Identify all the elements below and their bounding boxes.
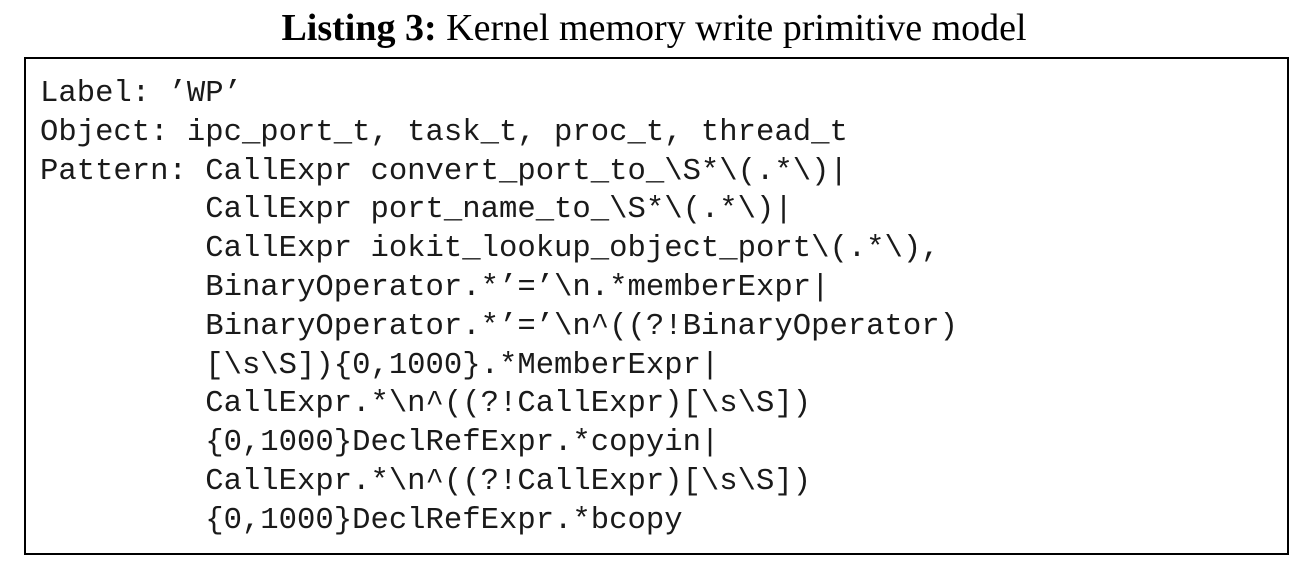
code-line-pattern-cont: {0,1000}DeclRefExpr.*copyin| (40, 426, 720, 461)
code-line-pattern-cont: CallExpr port_name_to_\S*\(.*\)| (40, 193, 793, 228)
listing-number: Listing 3: (281, 7, 437, 49)
code-line-label: Label: ’WP’ (40, 77, 242, 111)
code-line-object: Object: ipc_port_t, task_t, proc_t, thre… (40, 115, 848, 150)
code-line-pattern-cont: [\s\S]){0,1000}.*MemberExpr| (40, 348, 720, 383)
code-line-pattern-cont: CallExpr iokit_lookup_object_port\(.*\), (40, 232, 940, 267)
code-line-pattern-cont: {0,1000}DeclRefExpr.*bcopy (40, 503, 683, 538)
code-line-pattern-cont: BinaryOperator.*’=’\n.*memberExpr| (40, 270, 830, 305)
listing-title: Kernel memory write primitive model (446, 7, 1027, 49)
code-block: Label: ’WP’ Object: ipc_port_t, task_t, p… (40, 75, 958, 541)
code-line-pattern-cont: BinaryOperator.*’=’\n^((?!BinaryOperator… (40, 309, 958, 344)
listing-caption: Listing 3: Kernel memory write primitive… (0, 6, 1308, 50)
code-line-pattern-cont: CallExpr.*\n^((?!CallExpr)[\s\S]) (40, 387, 812, 422)
code-line-pattern: Pattern: CallExpr convert_port_to_\S*\(.… (40, 154, 848, 189)
code-line-pattern-cont: CallExpr.*\n^((?!CallExpr)[\s\S]) (40, 464, 812, 499)
code-listing-box: Label: ’WP’ Object: ipc_port_t, task_t, p… (24, 57, 1289, 555)
